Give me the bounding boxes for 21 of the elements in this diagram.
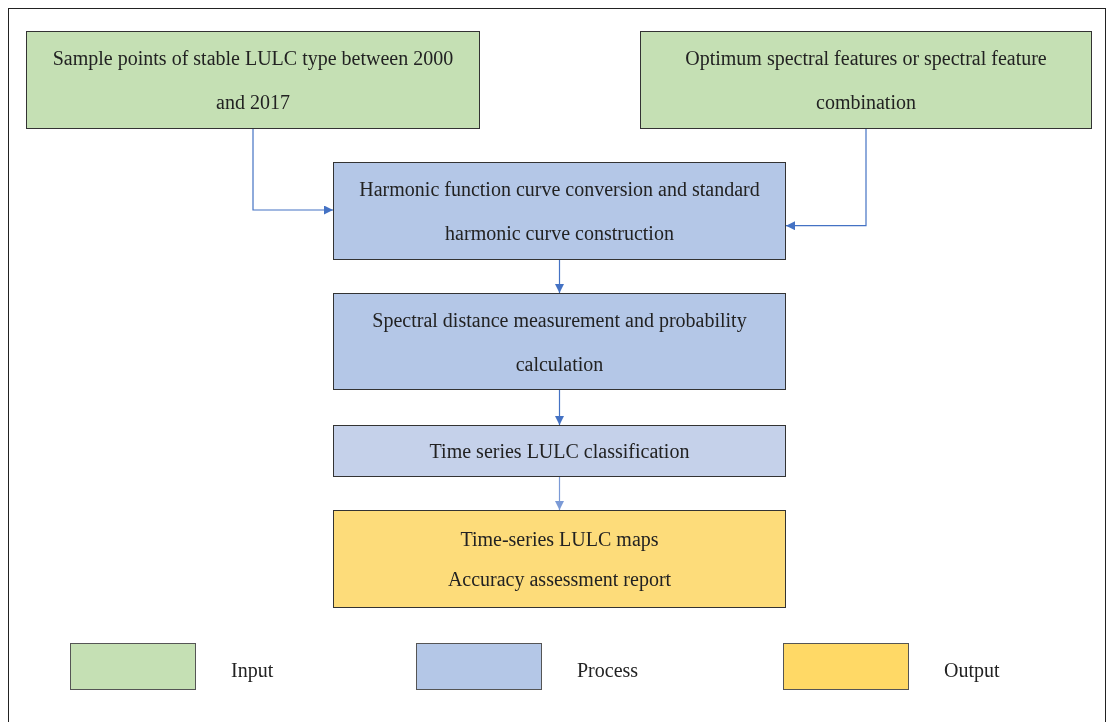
box-text: Time-series LULC maps (460, 527, 659, 553)
box-text: Optimum spectral features or spectral feature combination (684, 46, 1048, 115)
box-text: Spectral distance measurement and probability calculation (371, 307, 748, 377)
arrow (785, 128, 867, 231)
process-box (333, 425, 786, 477)
legend-label: Output (944, 658, 1000, 684)
process-box (333, 162, 786, 260)
legend-label: Input (231, 658, 274, 684)
arrow (555, 389, 564, 426)
process-box (333, 293, 786, 390)
arrow (555, 259, 564, 294)
arrow (252, 128, 334, 215)
process-box (640, 31, 1092, 129)
box-text: Accuracy assessment report (447, 567, 672, 593)
box-text: Harmonic function curve conversion and standard harmonic curve construction (358, 177, 761, 246)
box-text: Sample points of stable LULC type between 2000 and 2017 (51, 46, 455, 115)
legend-label: Process (577, 658, 639, 683)
arrow (555, 476, 564, 511)
process-box (333, 510, 786, 608)
box-text: Time series LULC classification (429, 439, 690, 464)
process-box (26, 31, 480, 129)
